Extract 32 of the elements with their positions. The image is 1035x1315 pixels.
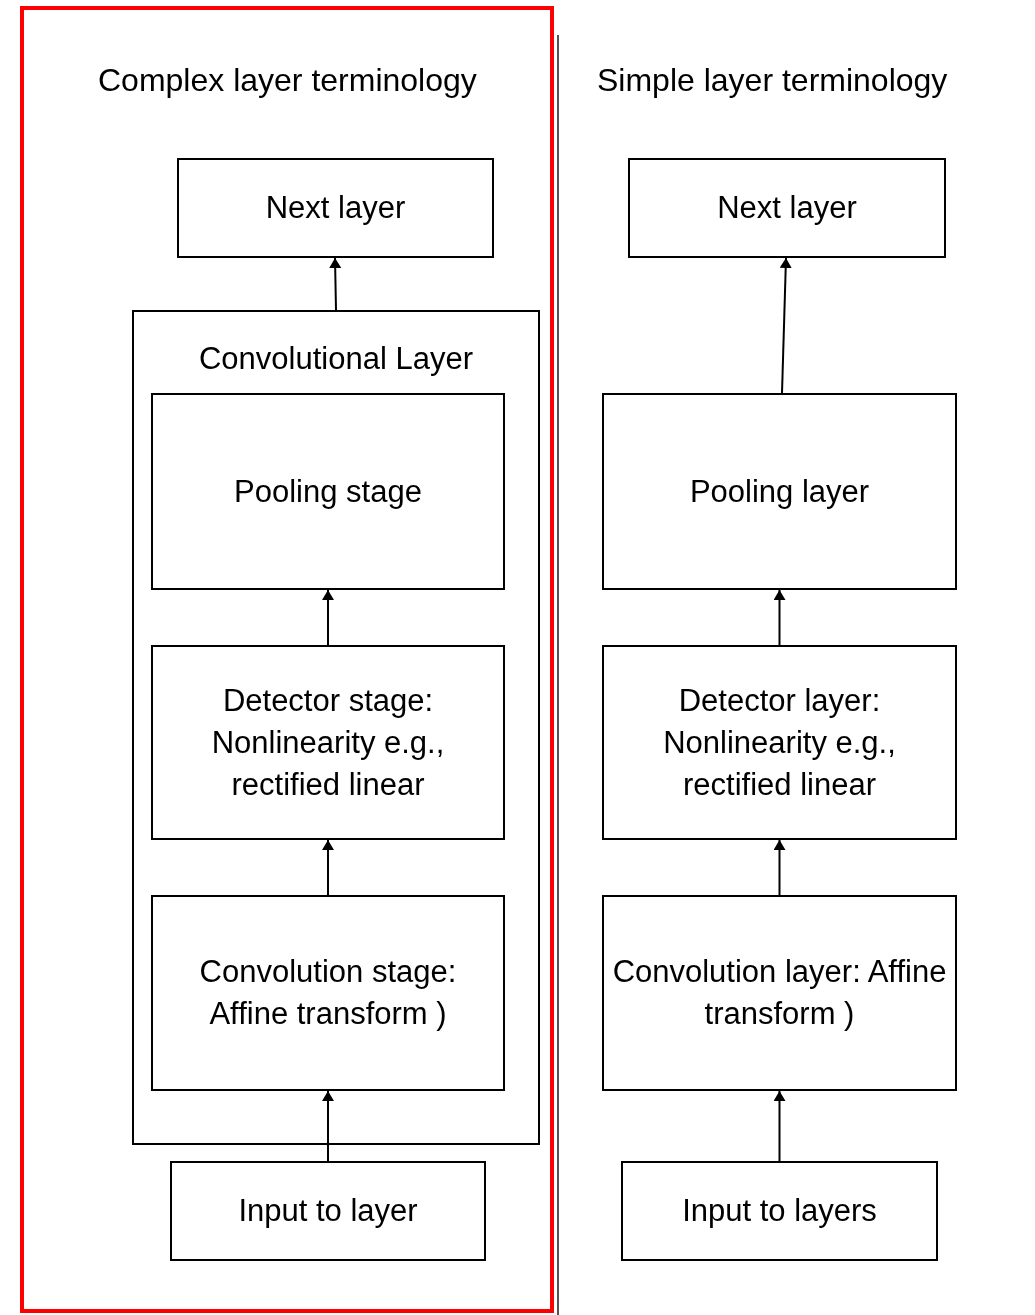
arrow	[773, 839, 786, 896]
layer-group-box	[132, 310, 540, 1145]
layer-box	[602, 645, 957, 840]
box-label: Pooling stage	[233, 472, 423, 511]
box-label: Detector stage: Nonlinearity e.g., rectified linear	[210, 681, 446, 804]
layer-box	[628, 158, 946, 258]
stage-box	[151, 393, 505, 590]
arrow	[322, 1090, 334, 1162]
box-label: Convolution stage: Affine transform )	[198, 953, 458, 1033]
arrow	[329, 257, 342, 311]
box-label: Input to layers	[681, 1192, 878, 1230]
arrow	[322, 839, 334, 896]
box-label: Pooling layer	[688, 472, 871, 511]
box-label: Next layer	[264, 189, 407, 227]
layer-box	[177, 158, 494, 258]
panel-title: Complex layer terminology	[98, 62, 477, 99]
input-box	[170, 1161, 486, 1261]
group-heading: Convolutional Layer	[198, 340, 474, 378]
stage-box	[151, 645, 505, 840]
layer-box	[602, 895, 957, 1091]
arrow	[773, 1090, 786, 1162]
box-label: Next layer	[716, 189, 858, 227]
panel-title: Simple layer terminology	[597, 62, 948, 99]
arrow	[322, 589, 334, 646]
input-box	[621, 1161, 938, 1261]
layer-box	[602, 393, 957, 590]
arrow	[773, 589, 786, 646]
stage-box	[151, 895, 505, 1091]
arrow	[779, 257, 792, 394]
box-label: Detector layer: Nonlinearity e.g., rectified linear	[662, 681, 897, 804]
box-label: Convolution layer: Affine transform )	[611, 953, 948, 1033]
box-label: Input to layer	[237, 1192, 419, 1230]
